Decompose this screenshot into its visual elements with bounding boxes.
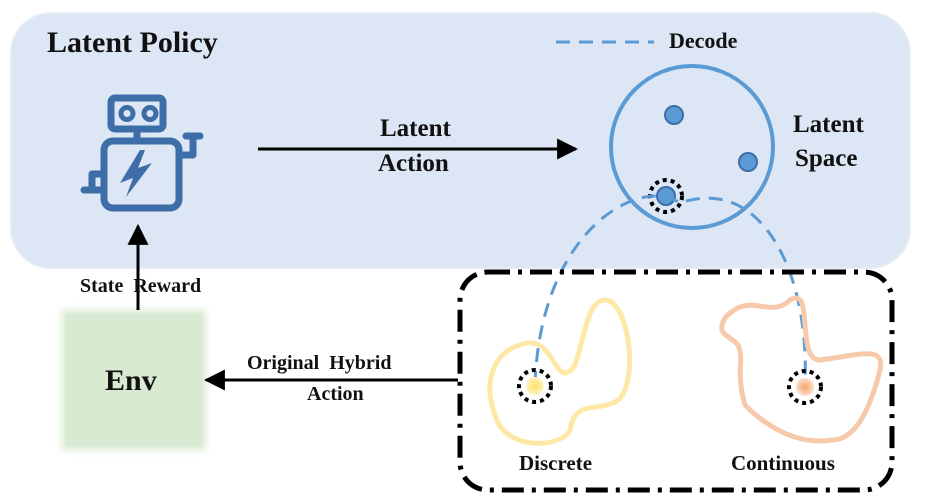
robot-icon bbox=[80, 94, 204, 212]
hybrid-action-label-line1: Original Hybrid bbox=[247, 352, 392, 374]
latent-space-label-line2: Space bbox=[795, 145, 858, 172]
latent-action-label-line2: Action bbox=[378, 150, 449, 177]
discrete-label: Discrete bbox=[519, 451, 593, 475]
latent-point bbox=[664, 105, 684, 125]
latent-point bbox=[738, 152, 758, 172]
discrete-region bbox=[487, 297, 632, 446]
continuous-action-marker bbox=[787, 369, 823, 405]
continuous-region bbox=[719, 295, 884, 444]
discrete-action-point bbox=[526, 377, 544, 395]
env-label: Env bbox=[105, 364, 157, 397]
latent-space-circle bbox=[609, 64, 775, 230]
latent-space-label-line1: Latent bbox=[793, 111, 864, 138]
state-reward-label: State Reward bbox=[80, 275, 202, 297]
decode-curve bbox=[533, 194, 807, 386]
continuous-action-point bbox=[796, 378, 814, 396]
env-box bbox=[66, 314, 202, 446]
discrete-action-marker bbox=[517, 368, 553, 404]
hybrid-action-space-box bbox=[457, 269, 895, 493]
hybrid-action-label-line2: Action bbox=[307, 383, 364, 405]
latent-action-label-line1: Latent bbox=[380, 115, 451, 142]
diagram-title: Latent Policy bbox=[47, 26, 218, 59]
continuous-label: Continuous bbox=[731, 451, 835, 475]
decode-legend-label: Decode bbox=[669, 28, 738, 53]
latent-policy-panel bbox=[10, 12, 911, 269]
